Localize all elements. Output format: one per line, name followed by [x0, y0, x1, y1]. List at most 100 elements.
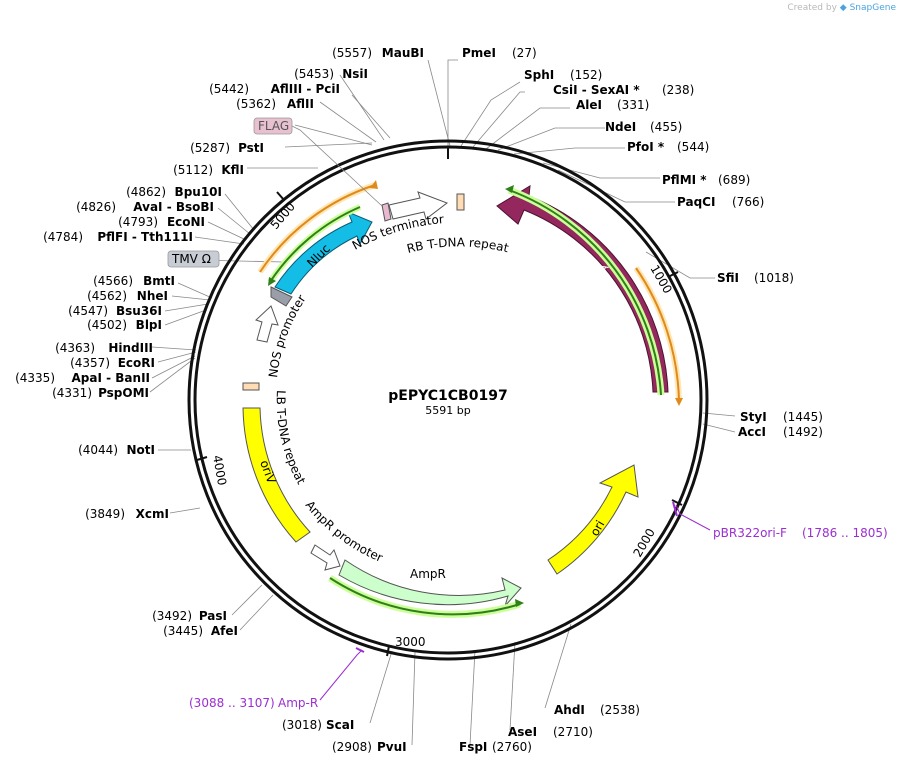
- enzyme-name[interactable]: FspI: [459, 740, 487, 754]
- enzyme-site: (4566): [93, 274, 133, 288]
- ampr-feature[interactable]: AmpR: [328, 559, 524, 618]
- lb-repeat-marker[interactable]: [242, 382, 260, 391]
- enzyme-site: (4862): [126, 185, 166, 199]
- enzyme-name[interactable]: AfeI: [211, 624, 238, 638]
- enzyme-name[interactable]: PspOMI: [98, 386, 149, 400]
- enzyme-site: (4547): [68, 304, 108, 318]
- enzyme-site: (27): [512, 46, 537, 60]
- ori-label: ori: [587, 518, 607, 539]
- enzyme-name[interactable]: EcoRI: [118, 356, 155, 370]
- nluc-feature[interactable]: Nluc: [270, 211, 373, 307]
- enzyme-name[interactable]: NsiI: [342, 67, 368, 81]
- enzyme-site: (2710): [553, 725, 593, 739]
- primer-amp-r[interactable]: (3088 .. 3107) Amp-R: [189, 647, 365, 710]
- trfA-green-arc: [508, 189, 662, 396]
- enzyme-name[interactable]: XcmI: [136, 507, 169, 521]
- backbone: [187, 139, 709, 661]
- enzyme-site: (4793): [118, 215, 158, 229]
- enzyme-name[interactable]: Bsu36I: [116, 304, 162, 318]
- nluc-arrow[interactable]: [274, 211, 373, 295]
- enzyme-name[interactable]: HindIII: [108, 341, 153, 355]
- enzyme-name[interactable]: Bpu10I: [175, 185, 222, 199]
- rb-repeat-label: RB T-DNA repeat: [405, 235, 510, 256]
- enzyme-name[interactable]: MauBI: [382, 46, 424, 60]
- enzyme-name[interactable]: ScaI: [326, 718, 354, 732]
- enzyme-name[interactable]: AleI: [576, 98, 602, 112]
- plasmid-size: 5591 bp: [425, 404, 470, 417]
- enzyme-name[interactable]: PfoI *: [627, 140, 665, 154]
- enzyme-name[interactable]: PaqCI: [677, 195, 715, 209]
- enzyme-name[interactable]: PvuI: [377, 740, 407, 754]
- primer-pbr322ori-f[interactable]: pBR322ori-F (1786 .. 1805): [672, 501, 888, 540]
- enzyme-site: (4784): [43, 230, 83, 244]
- trfA-feature[interactable]: trfA: [496, 185, 669, 396]
- ampr-promoter-feature[interactable]: AmpR promoter: [303, 498, 385, 571]
- ampr-label: AmpR: [410, 567, 446, 581]
- enzyme-site: (4335): [15, 371, 55, 385]
- trfA-arrow[interactable]: [496, 185, 669, 393]
- enzyme-site: (3492): [152, 609, 192, 623]
- enzyme-name[interactable]: PflFI - Tth111I: [97, 230, 193, 244]
- enzyme-site: (4363): [55, 341, 95, 355]
- enzyme-site: (4562): [87, 289, 127, 303]
- credit-prefix: Created by: [787, 3, 837, 13]
- enzyme-site: (2538): [600, 703, 640, 717]
- enzyme-name[interactable]: EcoNI: [167, 215, 205, 229]
- enzyme-name[interactable]: StyI: [740, 410, 767, 424]
- enzyme-site: (4044): [78, 443, 118, 457]
- tick-4000: 4000: [210, 454, 229, 487]
- enzyme-name[interactable]: ApaI - BanII: [72, 371, 151, 385]
- enzyme-name[interactable]: AflIII - PciI: [271, 82, 340, 96]
- enzyme-name[interactable]: CsiI - SexAI *: [553, 83, 640, 97]
- enzyme-site: (331): [617, 98, 649, 112]
- enzyme-name[interactable]: NheI: [137, 289, 168, 303]
- enzyme-name[interactable]: SfiI: [717, 271, 739, 285]
- primer-amp-r-name: Amp-R: [278, 696, 318, 710]
- enzyme-site: (4331): [52, 386, 92, 400]
- enzyme-name[interactable]: AseI: [508, 725, 537, 739]
- enzyme-site: (5287): [190, 141, 230, 155]
- enzyme-name[interactable]: KflI: [221, 163, 244, 177]
- enzyme-name[interactable]: PflMI *: [662, 173, 707, 187]
- enzyme-site: (544): [677, 140, 709, 154]
- enzyme-site: (3445): [163, 624, 203, 638]
- enzyme-name[interactable]: BmtI: [143, 274, 175, 288]
- left-arcs: [257, 180, 378, 286]
- enzyme-name[interactable]: SphI: [524, 68, 554, 82]
- enzyme-site: (5112): [173, 163, 213, 177]
- credit-brand: SnapGene: [849, 3, 896, 13]
- orange-arc-right: [633, 266, 683, 406]
- enzyme-name[interactable]: AvaI - BsoBI: [133, 200, 214, 214]
- enzyme-site: (4826): [76, 200, 116, 214]
- enzyme-name[interactable]: AhdI: [554, 703, 585, 717]
- enzyme-name[interactable]: NdeI: [605, 120, 636, 134]
- enzyme-name[interactable]: BlpI: [136, 318, 162, 332]
- ori-feature[interactable]: ori: [547, 464, 639, 575]
- ori-arrow[interactable]: [547, 464, 639, 575]
- enzyme-site: (238): [662, 83, 694, 97]
- enzyme-site: (1445): [783, 410, 823, 424]
- tmv-feature[interactable]: TMV Ω: [167, 250, 220, 268]
- enzyme-name[interactable]: NotI: [127, 443, 156, 457]
- enzyme-name[interactable]: PmeI: [462, 46, 496, 60]
- oriV-arrow[interactable]: [242, 407, 311, 543]
- enzyme-site: (455): [650, 120, 682, 134]
- flag-feature[interactable]: FLAG: [253, 117, 392, 222]
- enzyme-name[interactable]: AflII: [287, 97, 314, 111]
- enzyme-name[interactable]: AccI: [738, 425, 766, 439]
- enzyme-site: (1018): [754, 271, 794, 285]
- tick-2000: 2000: [630, 526, 657, 559]
- enzyme-site: (5362): [236, 97, 276, 111]
- nos-promoter-feature[interactable]: NOS promoter: [255, 292, 309, 378]
- nos-promoter-label: NOS promoter: [266, 292, 309, 378]
- enzyme-name[interactable]: PstI: [238, 141, 264, 155]
- leader-lines: [149, 59, 736, 746]
- tick-3000: 3000: [395, 635, 426, 649]
- oriV-feature[interactable]: oriV: [242, 407, 311, 543]
- rb-repeat-feature[interactable]: RB T-DNA repeat: [405, 193, 510, 256]
- ampr-arrow[interactable]: [338, 559, 522, 607]
- enzyme-name[interactable]: PasI: [199, 609, 227, 623]
- snapgene-logo-icon: ◆: [839, 3, 847, 13]
- primer-pbr322ori-f-site: (1786 .. 1805): [802, 526, 888, 540]
